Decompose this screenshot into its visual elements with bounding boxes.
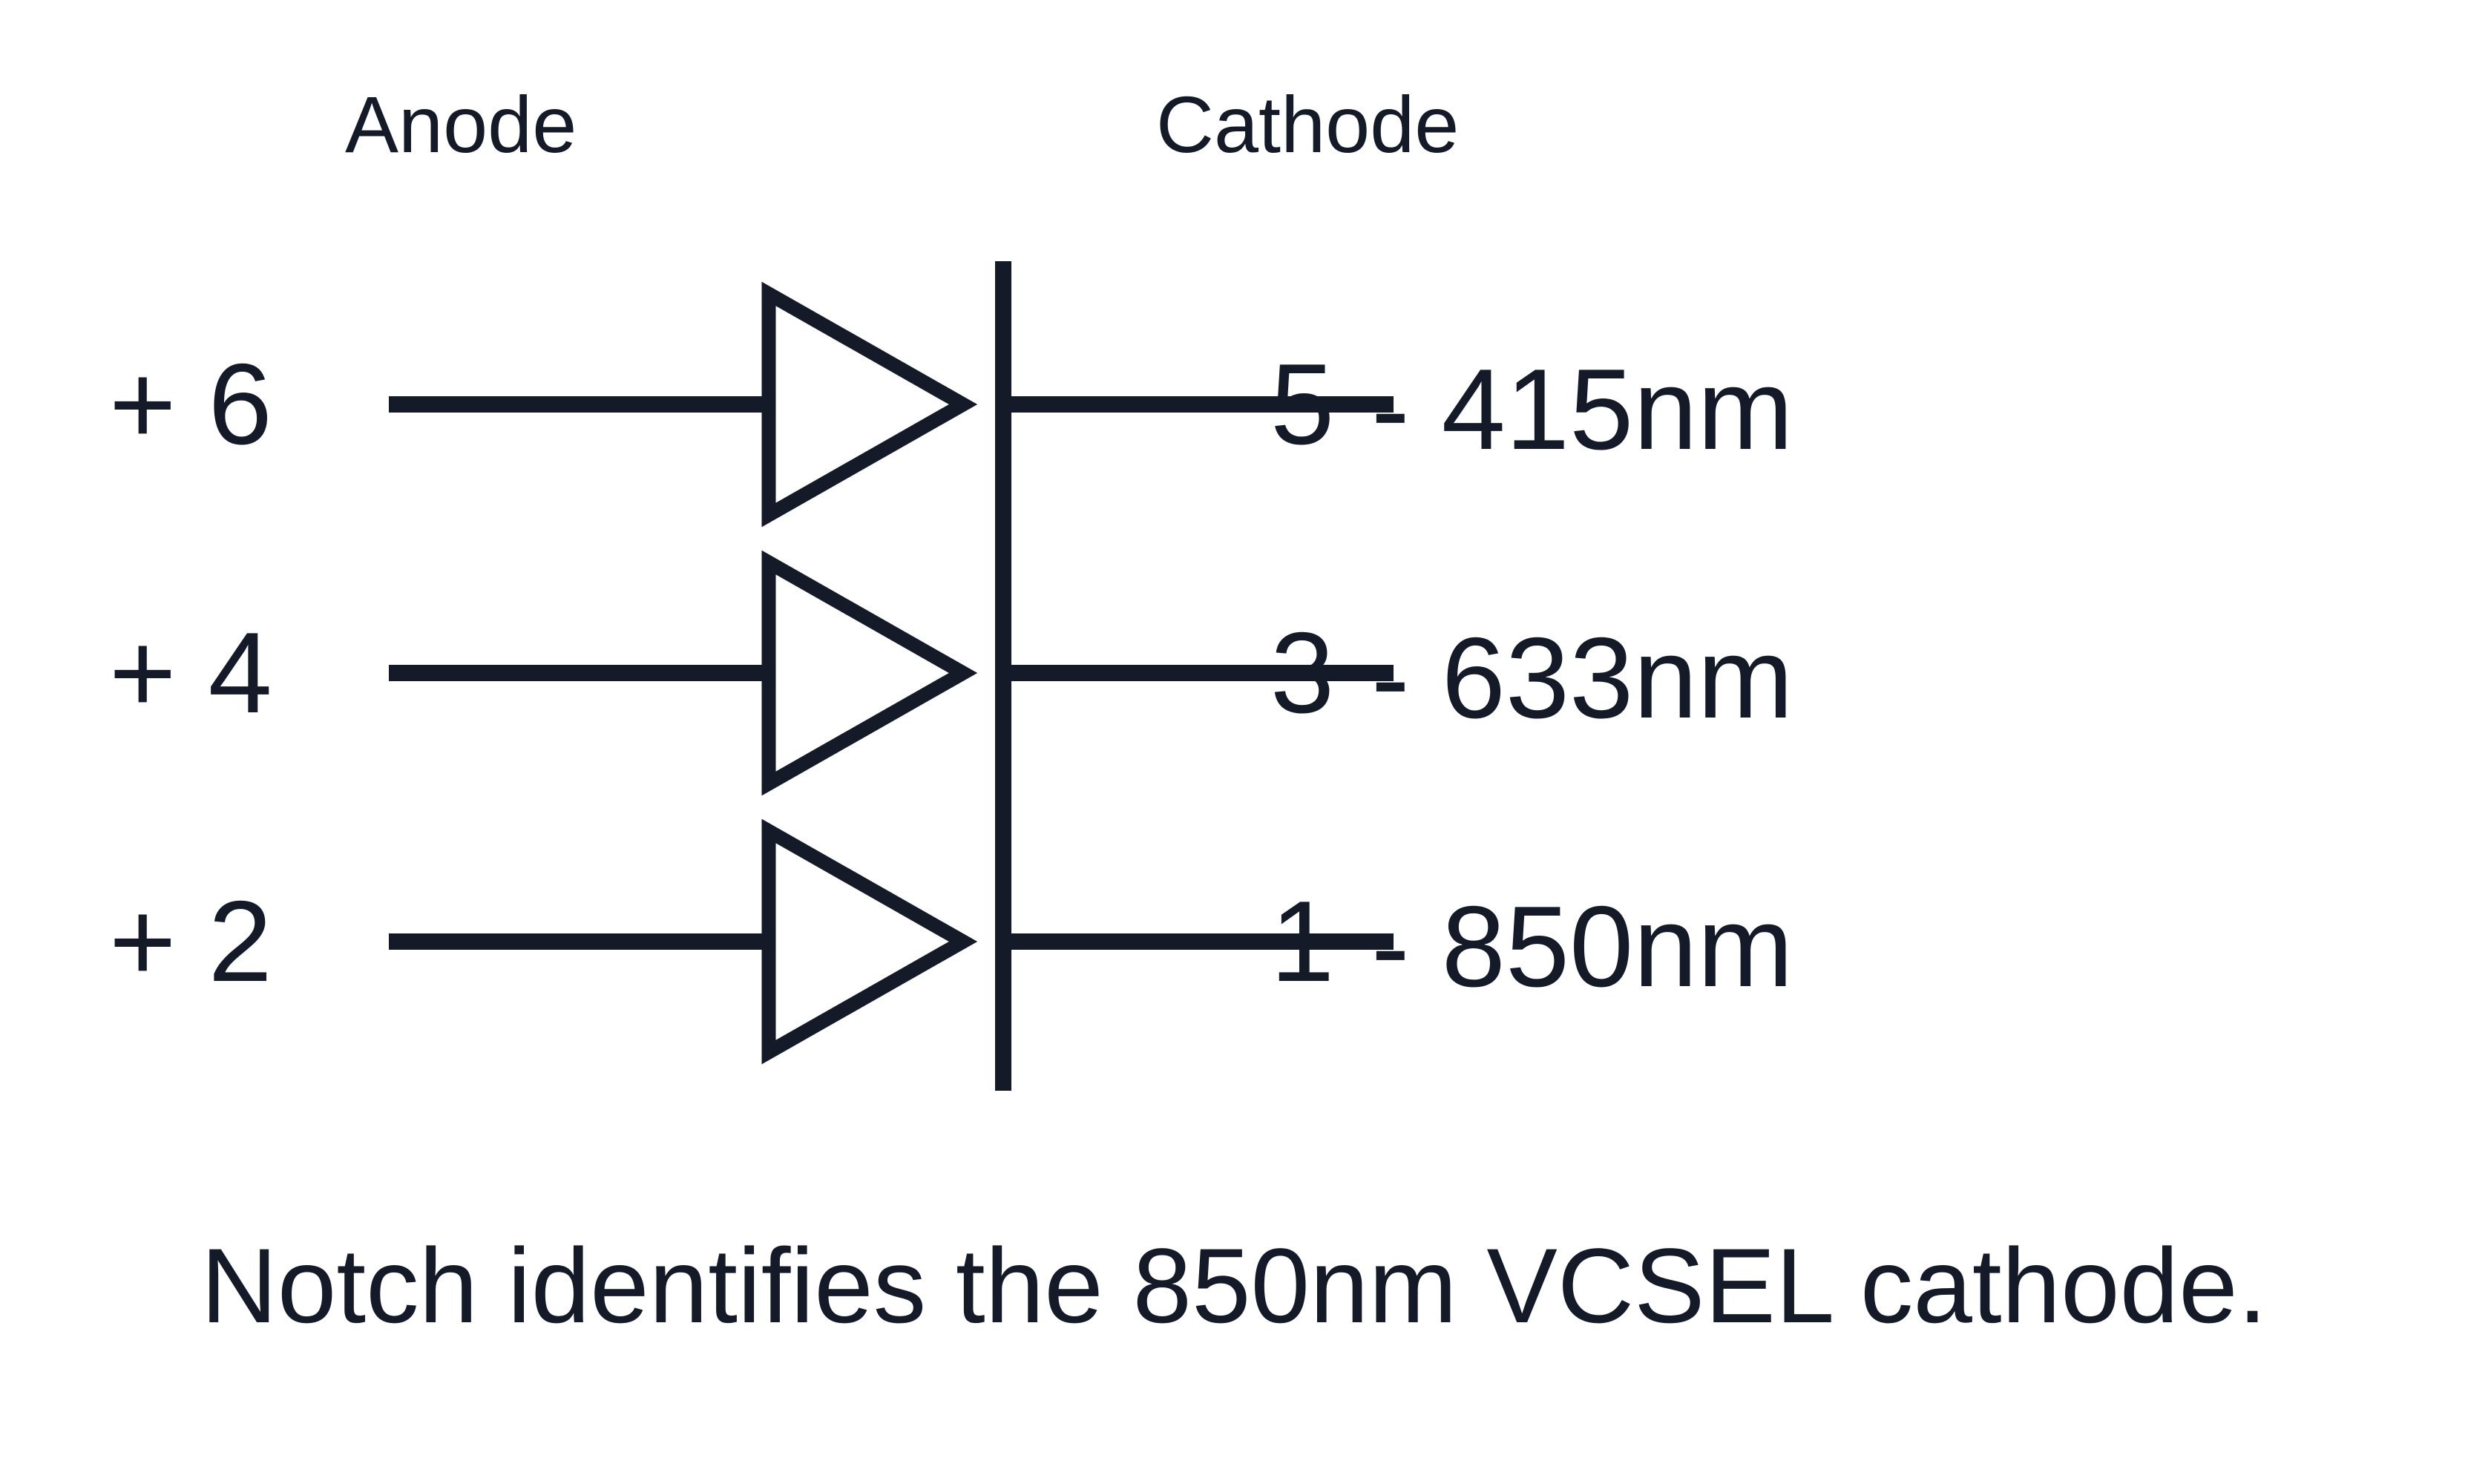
channel-row: + 6 5 - 415nm bbox=[109, 281, 1793, 528]
caption: Notch identifies the 850nm VCSEL cathode… bbox=[201, 1227, 2268, 1345]
anode-pin-label: + 2 bbox=[109, 877, 272, 1005]
cathode-pin-label: 1 bbox=[1270, 877, 1334, 1005]
anode-pin-label: + 4 bbox=[109, 608, 272, 737]
wavelength-label: - 633nm bbox=[1371, 614, 1793, 742]
channel-row: + 2 1 - 850nm bbox=[109, 818, 1793, 1065]
anode-header: Anode bbox=[345, 79, 577, 169]
diode-triangle bbox=[761, 550, 978, 796]
diode-triangle bbox=[761, 281, 978, 528]
wavelength-label: - 415nm bbox=[1371, 345, 1793, 473]
cathode-pin-label: 3 bbox=[1270, 608, 1334, 737]
channel-row: + 4 3 - 633nm bbox=[109, 550, 1793, 796]
diode-triangle bbox=[761, 818, 978, 1065]
cathode-header: Cathode bbox=[1156, 79, 1459, 169]
wavelength-label: - 850nm bbox=[1371, 882, 1793, 1011]
cathode-pin-label: 5 bbox=[1270, 340, 1334, 468]
anode-pin-label: + 6 bbox=[109, 340, 272, 468]
